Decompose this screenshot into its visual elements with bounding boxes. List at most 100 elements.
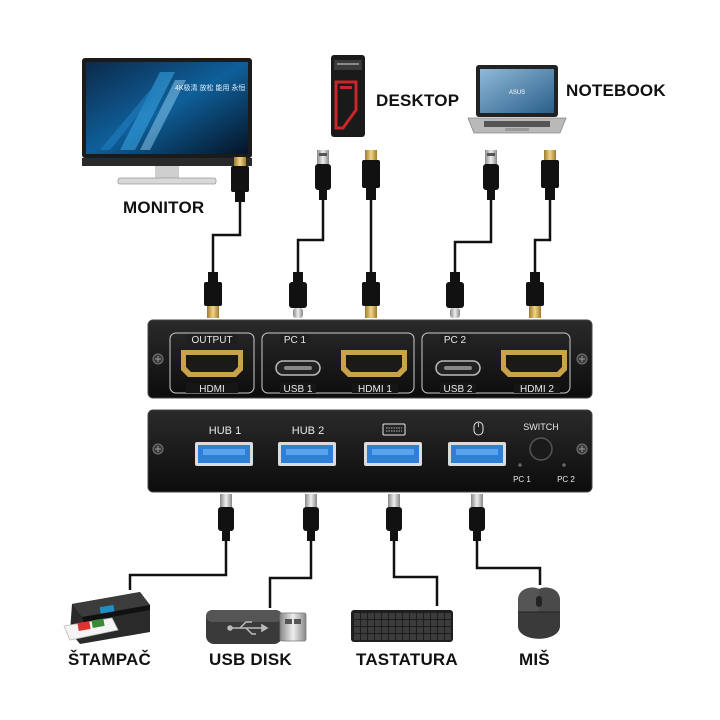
- keyboard-key: [410, 620, 416, 626]
- keyboard-key: [368, 620, 374, 626]
- keyboard-key: [361, 634, 367, 640]
- hdmi-plug-desktop: [362, 150, 380, 200]
- keyboard-key: [445, 627, 451, 633]
- mouse-device: [518, 587, 560, 639]
- printer-label: ŠTAMPAČ: [68, 650, 151, 669]
- usb-disk-device: [206, 610, 307, 644]
- cable-mouse: [475, 540, 542, 585]
- hdmi-plug-monitor: [231, 157, 249, 202]
- keyboard-key: [438, 634, 444, 640]
- keyboard-key: [438, 613, 444, 619]
- usb-port-hub1: [195, 442, 253, 466]
- keyboard-key: [389, 620, 395, 626]
- keyboard-key: [417, 620, 423, 626]
- keyboard-key: [445, 634, 451, 640]
- keyboard-key: [417, 634, 423, 640]
- usb-plug-desktop: [315, 150, 331, 200]
- led-pc1: [518, 463, 522, 467]
- hdmi-port-output: [181, 350, 243, 377]
- hdmi-port-pc1: [341, 350, 407, 377]
- cable-notebook-hdmi: [533, 198, 552, 278]
- monitor-device: 4K极清 放松 能用 永恒: [82, 58, 252, 185]
- keyboard-key: [354, 634, 360, 640]
- monitor-screen-text: 4K极清 放松 能用 永恒: [175, 83, 245, 92]
- hub2-label: HUB 2: [292, 425, 324, 437]
- keyboard-label: TASTATURA: [356, 650, 458, 669]
- keyboard-key: [424, 620, 430, 626]
- keyboard-key: [375, 634, 381, 640]
- led-pc1-label: PC 1: [513, 475, 531, 484]
- keyboard-key: [375, 627, 381, 633]
- monitor-label: MONITOR: [123, 198, 205, 217]
- keyboard-key: [431, 634, 437, 640]
- keyboard-key: [403, 634, 409, 640]
- keyboard-key: [417, 613, 423, 619]
- keyboard-key: [438, 620, 444, 626]
- pc2-hdmi-label: HDMI 2: [520, 384, 554, 395]
- keyboard-key: [389, 634, 395, 640]
- keyboard-icon: [382, 423, 406, 436]
- cable-monitor-hdmi: [211, 200, 242, 275]
- usbc-port-pc2: [435, 360, 481, 376]
- keyboard-key: [396, 634, 402, 640]
- pc1-hdmi-label: HDMI 1: [358, 384, 392, 395]
- hub1-label: HUB 1: [209, 425, 241, 437]
- keyboard-key: [438, 627, 444, 633]
- keyboard-key: [403, 627, 409, 633]
- switch-back-panel: OUTPUT HDMI PC 1 USB 1 HDMI 1 PC 2 USB 2…: [147, 319, 593, 399]
- keyboard-key: [403, 613, 409, 619]
- keyboard-key: [396, 613, 402, 619]
- usbc-plug-pc2: [446, 272, 464, 318]
- switch-label: SWITCH: [523, 422, 559, 432]
- usbc-port-pc1: [275, 360, 321, 376]
- hdmi-plug-notebook: [541, 150, 559, 200]
- keyboard-key: [445, 620, 451, 626]
- output-port-label: HDMI: [199, 384, 225, 395]
- keyboard-key: [361, 620, 367, 626]
- printer-device: [63, 592, 150, 644]
- hdmi-plug-output: [204, 272, 222, 318]
- pc1-usb-label: USB 1: [284, 384, 313, 395]
- cables: [128, 198, 552, 608]
- keyboard-key: [382, 634, 388, 640]
- desktop-device: [331, 55, 365, 137]
- pc2-usb-label: USB 2: [444, 384, 473, 395]
- keyboard-key: [396, 627, 402, 633]
- usb-port-hub2: [278, 442, 336, 466]
- keyboard-key: [375, 620, 381, 626]
- usb-plug-notebook: [483, 150, 499, 200]
- keyboard-key: [354, 620, 360, 626]
- mouse-label: MIŠ: [519, 650, 550, 669]
- cable-usb-disk: [268, 540, 313, 608]
- usb-logo-icon: [227, 621, 269, 635]
- keyboard-key: [431, 613, 437, 619]
- keyboard-key: [410, 613, 416, 619]
- keyboard-key: [368, 634, 374, 640]
- keyboard-keys: [354, 613, 451, 640]
- keyboard-key: [361, 613, 367, 619]
- keyboard-key: [410, 627, 416, 633]
- usb-port-keyboard: [364, 442, 422, 466]
- keyboard-key: [431, 620, 437, 626]
- keyboard-key: [417, 627, 423, 633]
- led-pc2-label: PC 2: [557, 475, 575, 484]
- pc2-group-label: PC 2: [444, 335, 467, 346]
- switch-front-panel: HUB 1 HUB 2: [147, 409, 593, 493]
- pc1-group-label: PC 1: [284, 335, 307, 346]
- hdmi-plug-pc1: [362, 272, 380, 318]
- keyboard-key: [396, 620, 402, 626]
- notebook-brand: ASUS: [509, 90, 525, 96]
- usbc-plug-pc1: [289, 272, 307, 318]
- keyboard-device: [351, 610, 453, 642]
- desktop-label: DESKTOP: [376, 91, 460, 110]
- keyboard-key: [354, 627, 360, 633]
- keyboard-key: [410, 634, 416, 640]
- keyboard-key: [389, 627, 395, 633]
- keyboard-key: [424, 613, 430, 619]
- switch-button[interactable]: [529, 437, 553, 461]
- usb-plug-mouse: [469, 494, 485, 541]
- keyboard-key: [424, 634, 430, 640]
- keyboard-key: [382, 613, 388, 619]
- usb-plug-usb-disk: [303, 494, 319, 541]
- usb-plug-printer: [218, 494, 234, 541]
